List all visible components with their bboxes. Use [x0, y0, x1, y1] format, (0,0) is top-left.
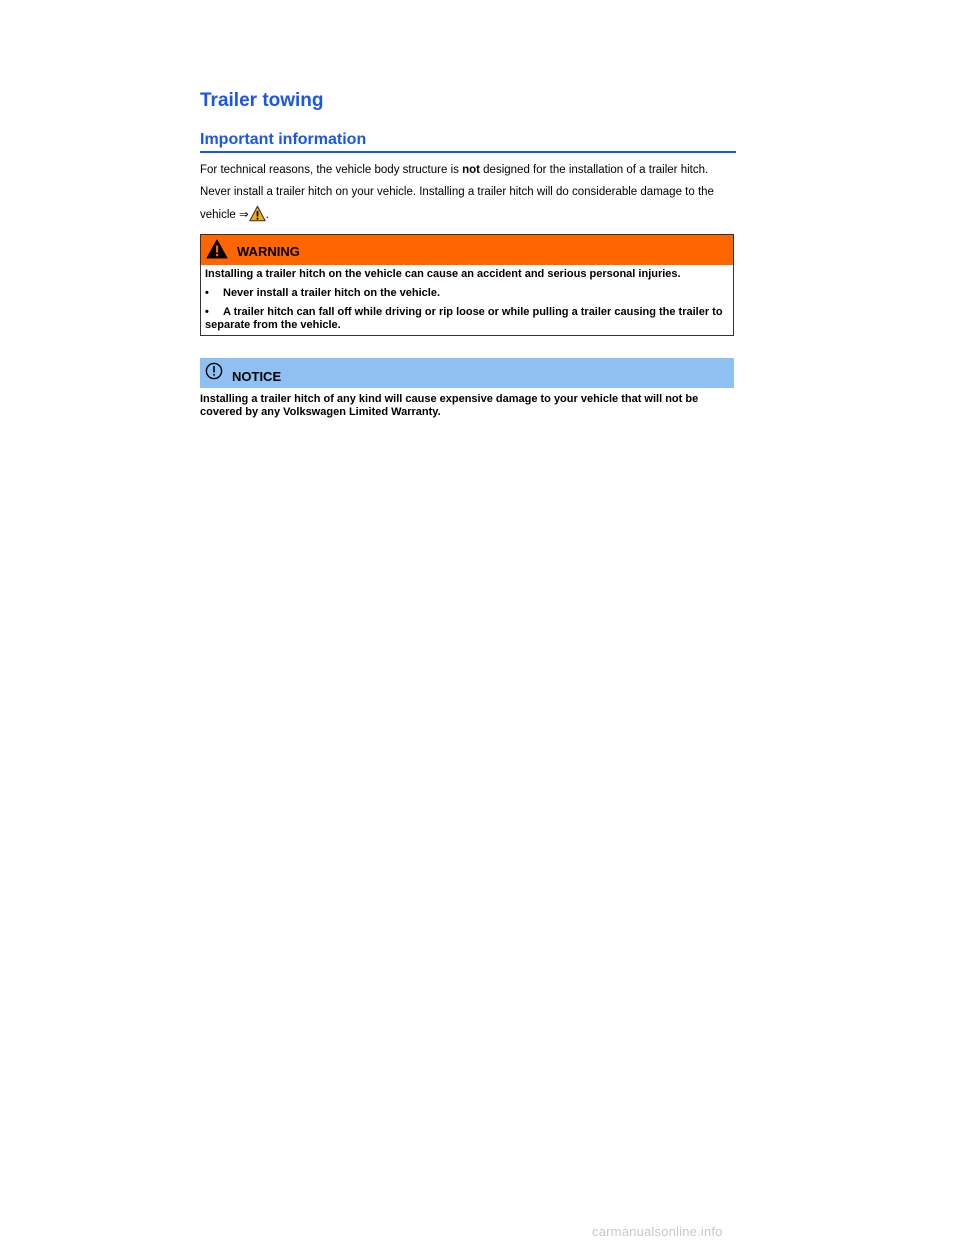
- warning-label: WARNING: [237, 244, 300, 259]
- warning-header: WARNING: [201, 235, 733, 265]
- warning-body: Installing a trailer hitch on the vehicl…: [201, 265, 733, 335]
- para1-after: designed for the installation of a trail…: [479, 164, 709, 176]
- para2-end: .: [265, 209, 269, 221]
- section-title: Important information: [200, 131, 736, 153]
- notice-label: NOTICE: [232, 369, 282, 384]
- warning-list-item: • Never install a trailer hitch on the ve…: [205, 287, 729, 300]
- notice-exclamation-circle-icon: [205, 362, 223, 380]
- warning-item-text: A trailer hitch can fall off while drivi…: [205, 306, 723, 331]
- para1-before: For technical reasons, the vehicle body …: [200, 164, 463, 176]
- para2-text: Never install a trailer hitch on your ve…: [200, 186, 714, 221]
- warning-box: WARNING Installing a trailer hitch on th…: [200, 234, 734, 336]
- para1-emphasis: not: [462, 164, 480, 176]
- warning-list-item: •A trailer hitch can fall off while driv…: [205, 306, 729, 332]
- warning-triangle-icon[interactable]: [248, 205, 266, 222]
- notice-text: Installing a trailer hitch of any kind w…: [200, 393, 699, 418]
- notice-header: NOTICE: [200, 358, 734, 388]
- body-paragraph-1: For technical reasons, the vehicle body …: [200, 159, 736, 182]
- warning-list: • Never install a trailer hitch on the ve…: [205, 287, 729, 332]
- warning-intro: Installing a trailer hitch on the vehicl…: [205, 268, 681, 280]
- warning-item-text: Never install a trailer hitch on the veh…: [223, 287, 441, 299]
- bullet-marker: •: [205, 306, 209, 318]
- body-paragraph-2: Never install a trailer hitch on your ve…: [200, 181, 736, 227]
- warning-triangle-icon: [206, 239, 228, 259]
- watermark: carmanualsonline.info: [592, 1224, 723, 1239]
- page-title: Trailer towing: [200, 90, 324, 111]
- bullet-marker: •: [205, 287, 209, 299]
